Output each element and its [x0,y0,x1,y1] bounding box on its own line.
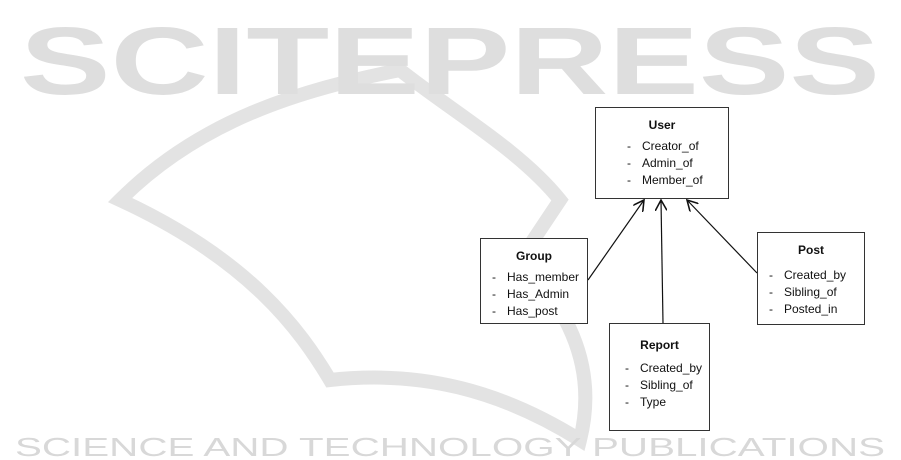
book-outline-icon [107,62,593,452]
arrow-group-to-user [587,200,644,281]
watermark-subtitle: SCIENCE AND TECHNOLOGY PUBLICATIONS [15,432,885,460]
report-entity-box: Report -Created_by -Sibling_of -Type [609,323,710,431]
list-item: -Creator_of [627,139,699,153]
list-item: -Has_member [492,270,580,284]
list-item: -Admin_of [627,156,693,170]
list-item: -Has_Admin [492,287,570,301]
entity-title: Report [640,338,679,352]
list-item: -Has_post [492,304,558,318]
list-item: -Member_of [627,173,703,187]
user-entity-box: User -Creator_of -Admin_of -Member_of [595,107,729,199]
watermark-title: SCITEPRESS [20,8,880,115]
entity-title: User [648,118,676,132]
list-item: -Type [625,395,667,409]
list-item: -Sibling_of [769,285,837,299]
post-entity-box: Post -Created_by -Sibling_of -Posted_in [757,232,865,325]
entity-title: Group [516,249,552,263]
group-entity-box: Group -Has_member -Has_Admin -Has_post [480,238,588,324]
arrow-post-to-user [687,200,758,274]
list-item: -Posted_in [769,302,838,316]
list-item: -Created_by [769,268,847,282]
list-item: -Sibling_of [625,378,693,392]
list-item: -Created_by [625,361,703,375]
entity-title: Post [797,243,824,257]
arrow-report-to-user [661,200,663,324]
